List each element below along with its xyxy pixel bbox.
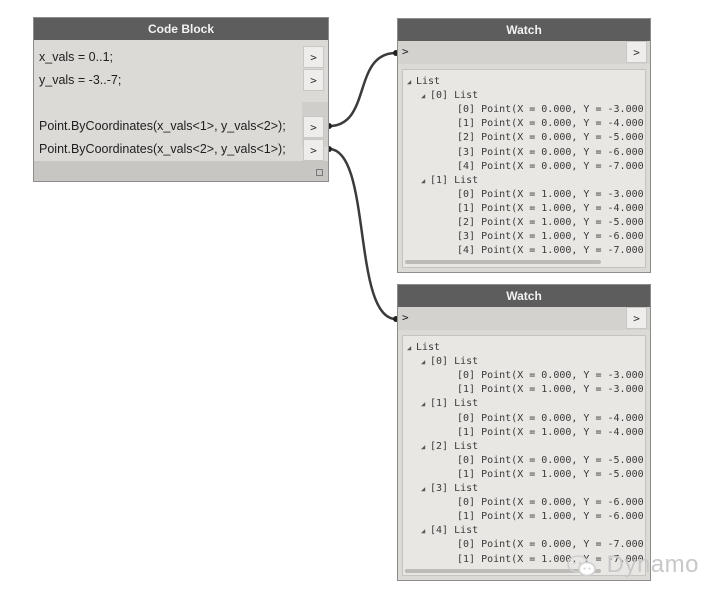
- collapse-triangle-icon[interactable]: ◢: [407, 344, 412, 352]
- tree-item-label: [1] Point(X = 1.000, Y = -4.000,: [457, 426, 646, 438]
- tree-item-label: [1] List: [430, 174, 479, 186]
- watch-2-horizontal-scrollbar[interactable]: [405, 569, 601, 573]
- wire-codeblock-to-watch1[interactable]: [328, 51, 397, 128]
- collapse-triangle-icon[interactable]: ◢: [421, 92, 426, 101]
- watch-node-1[interactable]: Watch > > ◢ List ◢ [0] List [0] Point(X = 0.…: [397, 18, 651, 273]
- collapse-triangle-icon[interactable]: ◢: [421, 485, 426, 493]
- collapse-triangle-icon[interactable]: ◢: [421, 176, 426, 185]
- tree-item-label: [3] Point(X = 0.000, Y = -6.000,: [457, 146, 646, 158]
- tree-item-label: [4] List: [430, 525, 479, 537]
- tree-item-label: [1] Point(X = 1.000, Y = -6.000,: [457, 511, 646, 523]
- tree-item-label: [0] Point(X = 0.000, Y = -6.000,: [457, 497, 646, 509]
- tree-item-label: [3] List: [430, 483, 479, 494]
- tree-item-label: List: [416, 76, 441, 87]
- code-line-2[interactable]: y_vals = -3..-7;: [39, 73, 122, 87]
- tree-list-node[interactable]: ◢ List: [407, 341, 440, 355]
- tree-leaf-item: [0] Point(X = 0.000, Y = -3.000,: [439, 369, 646, 383]
- wire-codeblock-to-watch2[interactable]: [328, 147, 397, 321]
- code-line-3[interactable]: [34, 92, 304, 114]
- resize-handle-icon[interactable]: [316, 169, 323, 176]
- code-line-5[interactable]: Point.ByCoordinates(x_vals<2>, y_vals<1>…: [39, 142, 286, 156]
- watch-2-input-port[interactable]: >: [402, 311, 409, 324]
- code-block-footer: [34, 161, 328, 181]
- watch-2-tree-view[interactable]: ◢ List ◢ [0] List [0] Point(X = 0.000, Y = -…: [402, 335, 646, 576]
- tree-list-node[interactable]: ◢ [3] List: [421, 482, 478, 496]
- watch-1-port-row: > >: [398, 41, 650, 64]
- tree-list-node[interactable]: ◢ [2] List: [421, 440, 478, 454]
- watch-1-tree-view[interactable]: ◢ List ◢ [0] List [0] Point(X = 0.000, Y = -…: [402, 69, 646, 268]
- watch-1-title[interactable]: Watch: [398, 19, 650, 41]
- code-block-title[interactable]: Code Block: [34, 18, 328, 40]
- tree-leaf-item: [3] Point(X = 1.000, Y = -6.000,: [439, 230, 646, 244]
- collapse-triangle-icon[interactable]: ◢: [421, 400, 426, 409]
- tree-item-label: [4] Point(X = 0.000, Y = -7.000,: [457, 160, 646, 172]
- tree-item-label: [1] Point(X = 1.000, Y = -5.000,: [457, 468, 646, 480]
- output-port-1[interactable]: >: [303, 46, 324, 68]
- tree-leaf-item: [1] Point(X = 1.000, Y = -3.000,: [439, 383, 646, 397]
- tree-leaf-item: [1] Point(X = 1.000, Y = -6.000,: [439, 510, 646, 524]
- tree-leaf-item: [1] Point(X = 1.000, Y = -7.000,: [439, 553, 646, 567]
- code-block-node[interactable]: Code Block x_vals = 0..1; y_vals = -3..-…: [33, 17, 329, 182]
- tree-list-node[interactable]: ◢ [0] List: [421, 355, 478, 369]
- tree-item-label: [1] Point(X = 1.000, Y = -4.000,: [457, 202, 646, 214]
- tree-item-label: [0] Point(X = 0.000, Y = -4.000,: [457, 412, 646, 424]
- collapse-triangle-icon[interactable]: ◢: [421, 358, 426, 367]
- output-port-4[interactable]: >: [303, 116, 324, 138]
- collapse-triangle-icon[interactable]: ◢: [407, 78, 412, 86]
- tree-item-label: [1] Point(X = 0.000, Y = -4.000,: [457, 118, 646, 130]
- code-line-4[interactable]: Point.ByCoordinates(x_vals<1>, y_vals<2>…: [39, 119, 286, 133]
- tree-list-node[interactable]: ◢ [4] List: [421, 524, 478, 538]
- tree-item-label: [2] Point(X = 0.000, Y = -5.000,: [457, 132, 646, 144]
- tree-leaf-item: [0] Point(X = 0.000, Y = -6.000,: [439, 496, 646, 510]
- tree-item-label: [0] Point(X = 0.000, Y = -7.000,: [457, 539, 646, 551]
- output-port-5[interactable]: >: [303, 139, 324, 161]
- tree-list-node[interactable]: ◢ [1] List: [421, 174, 478, 188]
- tree-item-label: [1] Point(X = 1.000, Y = -7.000,: [457, 553, 646, 565]
- collapse-triangle-icon[interactable]: ◢: [421, 442, 426, 451]
- tree-leaf-item: [0] Point(X = 0.000, Y = -3.000,: [439, 103, 646, 117]
- tree-item-label: [0] Point(X = 0.000, Y = -3.000,: [457, 104, 646, 116]
- tree-leaf-item: [2] Point(X = 1.000, Y = -5.000,: [439, 216, 646, 230]
- wechat-icon: [567, 555, 596, 577]
- tree-item-label: [0] Point(X = 0.000, Y = -5.000,: [457, 454, 646, 466]
- tree-item-label: [2] List: [430, 440, 479, 452]
- tree-item-label: [0] Point(X = 0.000, Y = -3.000,: [457, 370, 646, 382]
- tree-leaf-item: [0] Point(X = 1.000, Y = -3.000,: [439, 188, 646, 202]
- tree-item-label: [1] Point(X = 1.000, Y = -3.000,: [457, 384, 646, 396]
- code-line-1[interactable]: x_vals = 0..1;: [39, 50, 113, 64]
- tree-leaf-item: [0] Point(X = 0.000, Y = -4.000,: [439, 412, 646, 426]
- tree-leaf-item: [1] Point(X = 1.000, Y = -4.000,: [439, 426, 646, 440]
- watch-2-output-port[interactable]: >: [626, 307, 647, 329]
- watch-1-input-port[interactable]: >: [402, 45, 409, 58]
- tree-item-label: [0] Point(X = 1.000, Y = -3.000,: [457, 188, 646, 200]
- tree-list-node[interactable]: ◢ [1] List: [421, 397, 478, 411]
- watch-1-horizontal-scrollbar[interactable]: [405, 260, 601, 264]
- tree-item-label: [1] List: [430, 398, 479, 410]
- tree-leaf-item: [4] Point(X = 1.000, Y = -7.000,: [439, 244, 646, 258]
- tree-item-label: [3] Point(X = 1.000, Y = -6.000,: [457, 231, 646, 243]
- tree-leaf-item: [1] Point(X = 0.000, Y = -4.000,: [439, 117, 646, 131]
- tree-item-label: [4] Point(X = 1.000, Y = -7.000,: [457, 245, 646, 257]
- tree-leaf-item: [0] Point(X = 0.000, Y = -7.000,: [439, 538, 646, 552]
- tree-leaf-item: [4] Point(X = 0.000, Y = -7.000,: [439, 160, 646, 174]
- collapse-triangle-icon[interactable]: ◢: [421, 527, 426, 536]
- tree-leaf-item: [0] Point(X = 0.000, Y = -5.000,: [439, 454, 646, 468]
- tree-leaf-item: [2] Point(X = 0.000, Y = -5.000,: [439, 131, 646, 145]
- tree-list-node[interactable]: ◢ List: [407, 75, 440, 89]
- watch-1-output-port[interactable]: >: [626, 41, 647, 63]
- output-port-2[interactable]: >: [303, 69, 324, 91]
- tree-list-node[interactable]: ◢ [0] List: [421, 89, 478, 103]
- watermark-text: Dynamo: [606, 551, 699, 578]
- tree-item-label: [0] List: [430, 90, 479, 102]
- tree-item-label: [2] Point(X = 1.000, Y = -5.000,: [457, 217, 646, 228]
- watch-node-2[interactable]: Watch > > ◢ List ◢ [0] List [0] Point(X = 0.…: [397, 284, 651, 581]
- tree-leaf-item: [1] Point(X = 1.000, Y = -4.000,: [439, 202, 646, 216]
- tree-leaf-item: [3] Point(X = 0.000, Y = -6.000,: [439, 146, 646, 160]
- tree-leaf-item: [1] Point(X = 1.000, Y = -5.000,: [439, 468, 646, 482]
- watch-2-port-row: > >: [398, 307, 650, 330]
- tree-item-label: List: [416, 342, 441, 353]
- watch-2-title[interactable]: Watch: [398, 285, 650, 307]
- tree-item-label: [0] List: [430, 356, 479, 368]
